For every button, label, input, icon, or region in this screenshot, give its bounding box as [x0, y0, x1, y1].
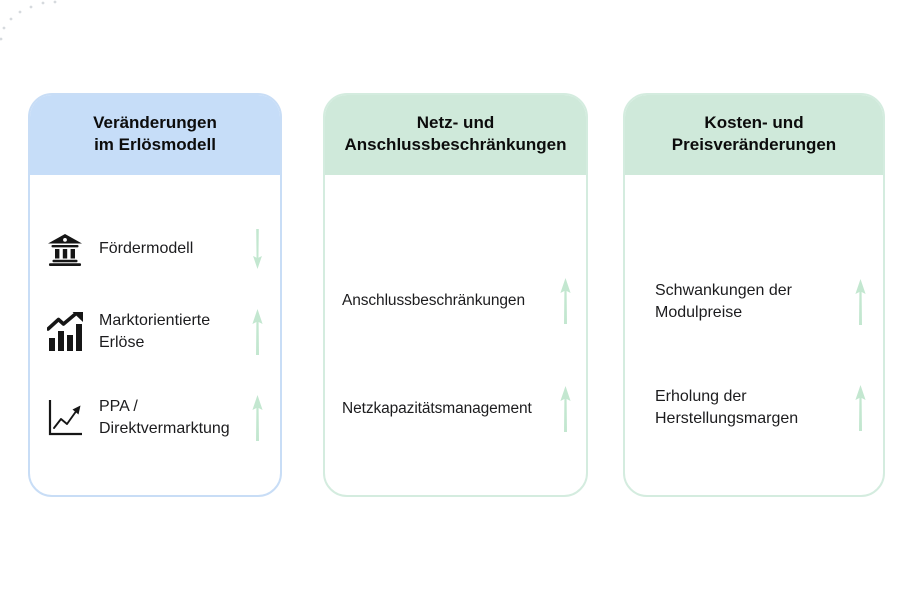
list-item-marktorientierte-erloese: Marktorientierte Erlöse	[46, 309, 264, 355]
card-title-line: Veränderungen	[93, 112, 217, 132]
card-erloesmodell-header: Veränderungen im Erlösmodell	[30, 95, 280, 175]
trend-up-arrow-icon	[250, 395, 264, 441]
list-item-schwankungen-modulpreise: Schwankungen der Modulpreise	[655, 278, 867, 326]
card-kosten-preis: Kosten- und Preisveränderungen Schwankun…	[623, 93, 885, 497]
card-erloesmodell: Veränderungen im Erlösmodell Fördermodel…	[28, 93, 282, 497]
trend-up-arrow-icon	[853, 278, 867, 326]
list-item-label: Schwankungen der Modulpreise	[655, 281, 792, 321]
card-kosten-preis-body: Schwankungen der Modulpreise Erholung de…	[625, 175, 883, 495]
card-erloesmodell-body: Fördermodell Marktorientierte Erlöse	[30, 175, 280, 495]
card-title-line: Kosten- und	[704, 112, 804, 132]
list-item-label: Anschlussbeschränkungen	[342, 292, 525, 310]
card-netz-anschluss-header: Netz- und Anschlussbeschränkungen	[325, 95, 586, 175]
dotted-arc-decoration	[0, 0, 57, 41]
card-netz-anschluss: Netz- und Anschlussbeschränkungen Anschl…	[323, 93, 588, 497]
bar-chart-icon	[46, 312, 84, 352]
trend-up-arrow-icon	[250, 309, 264, 355]
trend-up-arrow-icon	[853, 384, 867, 432]
line-chart-icon	[46, 397, 84, 439]
trend-up-arrow-icon	[558, 277, 572, 325]
trend-down-arrow-icon	[250, 229, 264, 269]
list-item-foerdermodell: Fördermodell	[46, 229, 264, 269]
list-item-label: Netzkapazitätsmanagement	[342, 400, 532, 418]
card-kosten-preis-header: Kosten- und Preisveränderungen	[625, 95, 883, 175]
list-item-label: Marktorientierte Erlöse	[99, 311, 211, 351]
card-title-line: im Erlösmodell	[94, 135, 216, 154]
list-item-label: Fördermodell	[99, 239, 194, 257]
card-title-line: Anschlussbeschränkungen	[344, 135, 567, 154]
list-item-anschlussbeschraenkungen: Anschlussbeschränkungen	[342, 277, 572, 325]
trend-up-arrow-icon	[558, 385, 572, 433]
list-item-erholung-herstellungsmargen: Erholung der Herstellungsmargen	[655, 384, 867, 432]
list-item-label: PPA / Direktvermarktung	[99, 397, 230, 437]
card-title-line: Netz- und	[416, 112, 495, 132]
list-item-netzkapazitaetsmanagement: Netzkapazitätsmanagement	[342, 385, 572, 433]
card-netz-anschluss-body: Anschlussbeschränkungen Netzkapazitätsma…	[325, 175, 586, 495]
list-item-ppa-direktvermarktung: PPA / Direktvermarktung	[46, 395, 264, 441]
bank-icon	[46, 233, 84, 266]
card-title-line: Preisveränderungen	[671, 135, 837, 154]
list-item-label: Erholung der Herstellungsmargen	[655, 387, 799, 427]
